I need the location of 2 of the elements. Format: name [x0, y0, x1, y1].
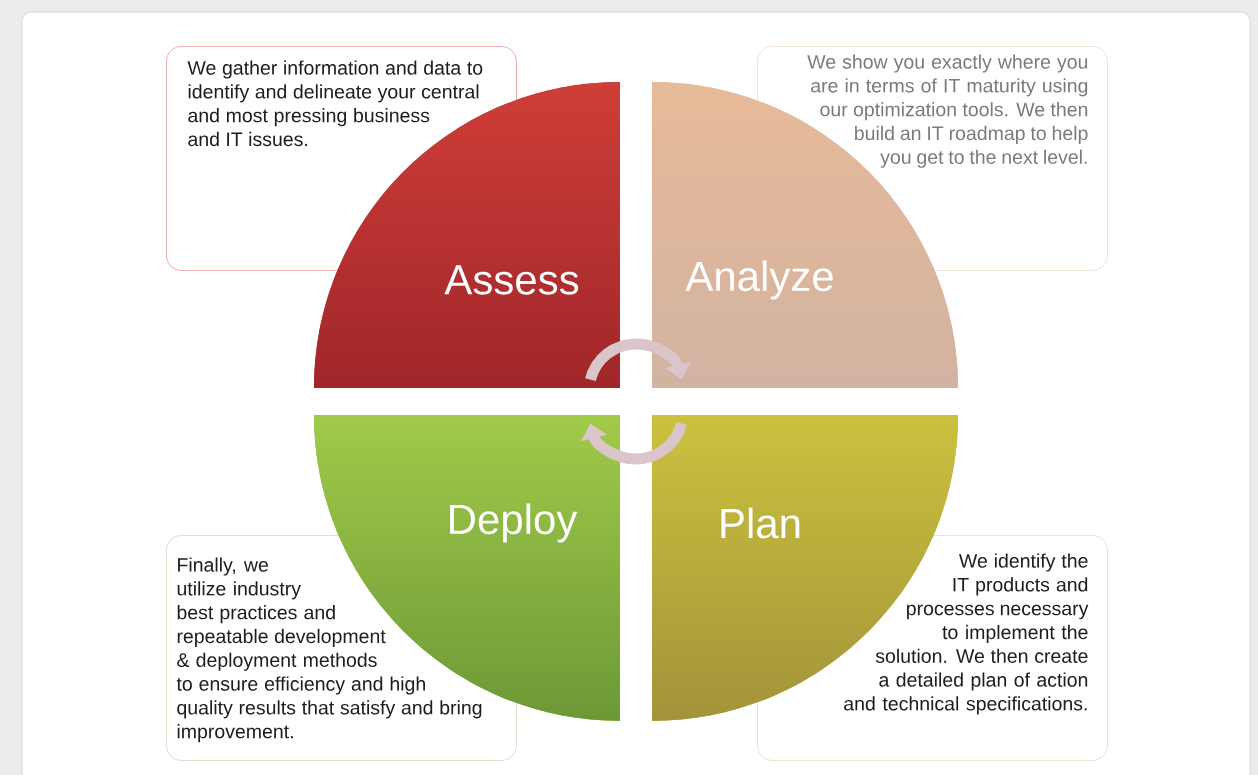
curved-arrow	[580, 421, 687, 465]
curved-arrow	[585, 338, 692, 382]
